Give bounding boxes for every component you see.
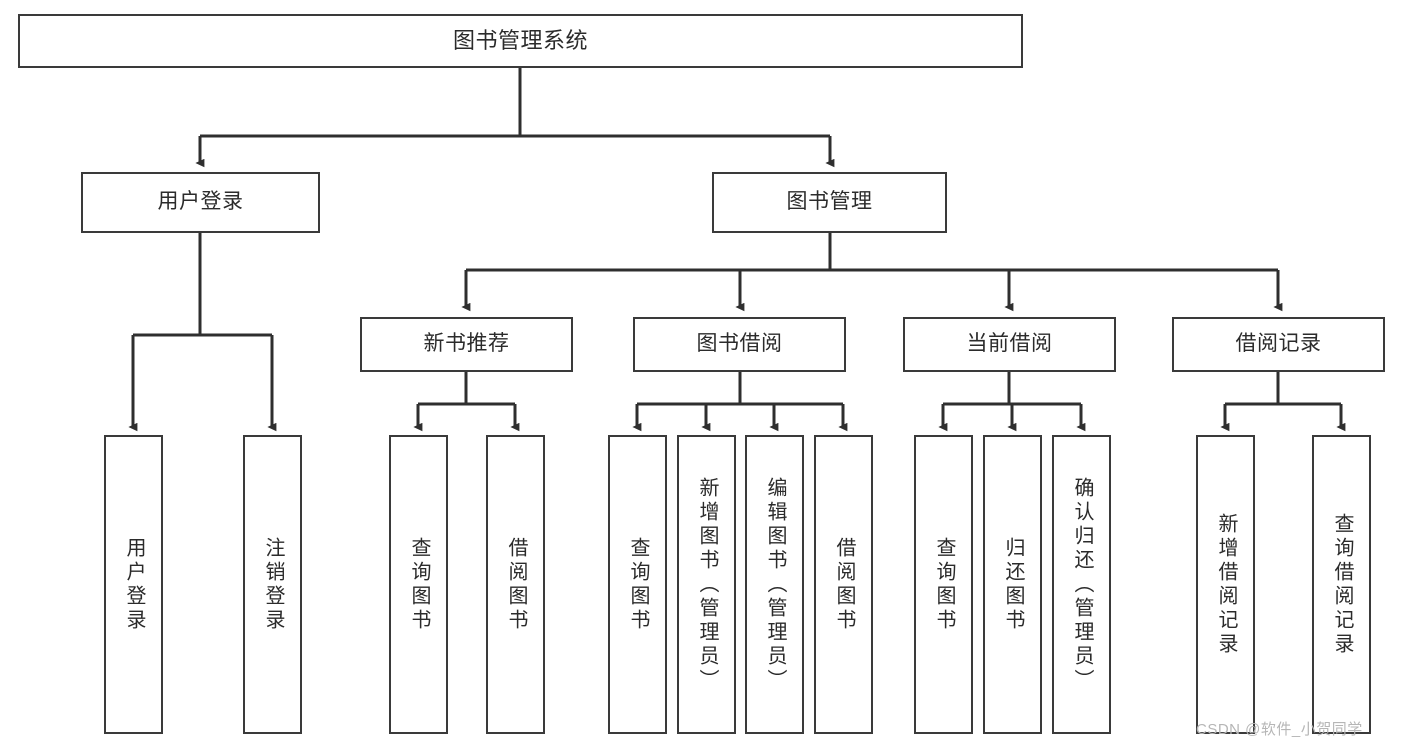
leaf-borrow-book[interactable]: 借阅图书 <box>814 435 873 734</box>
node-label: 借阅记录 <box>1235 332 1322 356</box>
node-label: 查询图书 <box>627 536 649 633</box>
node-book-management[interactable]: 图书管理 <box>712 172 947 233</box>
node-root-system[interactable]: 图书管理系统 <box>18 14 1023 68</box>
leaf-query-book-borrow[interactable]: 查询图书 <box>608 435 667 734</box>
leaf-logout-login[interactable]: 注销登录 <box>243 435 302 734</box>
leaf-query-book-new[interactable]: 查询图书 <box>389 435 448 734</box>
leaf-return-book[interactable]: 归还图书 <box>983 435 1042 734</box>
leaf-borrow-book-new[interactable]: 借阅图书 <box>486 435 545 734</box>
leaf-add-book-admin[interactable]: 新增图书（管理员） <box>677 435 736 734</box>
node-label: 新增借阅记录 <box>1215 512 1237 657</box>
node-label: 借阅图书 <box>505 536 527 633</box>
node-borrow-record[interactable]: 借阅记录 <box>1172 317 1385 372</box>
node-label: 查询图书 <box>408 536 430 633</box>
leaf-edit-book-admin[interactable]: 编辑图书（管理员） <box>745 435 804 734</box>
node-new-book-recommend[interactable]: 新书推荐 <box>360 317 573 372</box>
leaf-query-borrow-record[interactable]: 查询借阅记录 <box>1312 435 1371 734</box>
node-current-borrow[interactable]: 当前借阅 <box>903 317 1116 372</box>
leaf-add-borrow-record[interactable]: 新增借阅记录 <box>1196 435 1255 734</box>
node-label: 图书借阅 <box>696 332 783 356</box>
node-label: 用户登录 <box>157 190 244 214</box>
node-label: 当前借阅 <box>966 332 1053 356</box>
node-label: 归还图书 <box>1002 536 1024 633</box>
node-label: 新书推荐 <box>423 332 510 356</box>
node-label: 图书管理 <box>786 190 873 214</box>
leaf-confirm-return-admin[interactable]: 确认归还（管理员） <box>1052 435 1111 734</box>
node-label: 借阅图书 <box>833 536 855 633</box>
leaf-user-login[interactable]: 用户登录 <box>104 435 163 734</box>
csdn-watermark: CSDN @软件_小贺同学 <box>1196 721 1363 738</box>
node-label: 编辑图书（管理员） <box>764 476 786 693</box>
leaf-query-book-current[interactable]: 查询图书 <box>914 435 973 734</box>
node-label: 查询图书 <box>933 536 955 633</box>
node-label: 查询借阅记录 <box>1331 512 1353 657</box>
node-book-borrow[interactable]: 图书借阅 <box>633 317 846 372</box>
node-label: 用户登录 <box>123 536 145 633</box>
node-label: 确认归还（管理员） <box>1071 476 1093 693</box>
node-label: 注销登录 <box>262 536 284 633</box>
node-label: 新增图书（管理员） <box>696 476 718 693</box>
node-label: 图书管理系统 <box>452 28 588 54</box>
node-user-login[interactable]: 用户登录 <box>81 172 320 233</box>
